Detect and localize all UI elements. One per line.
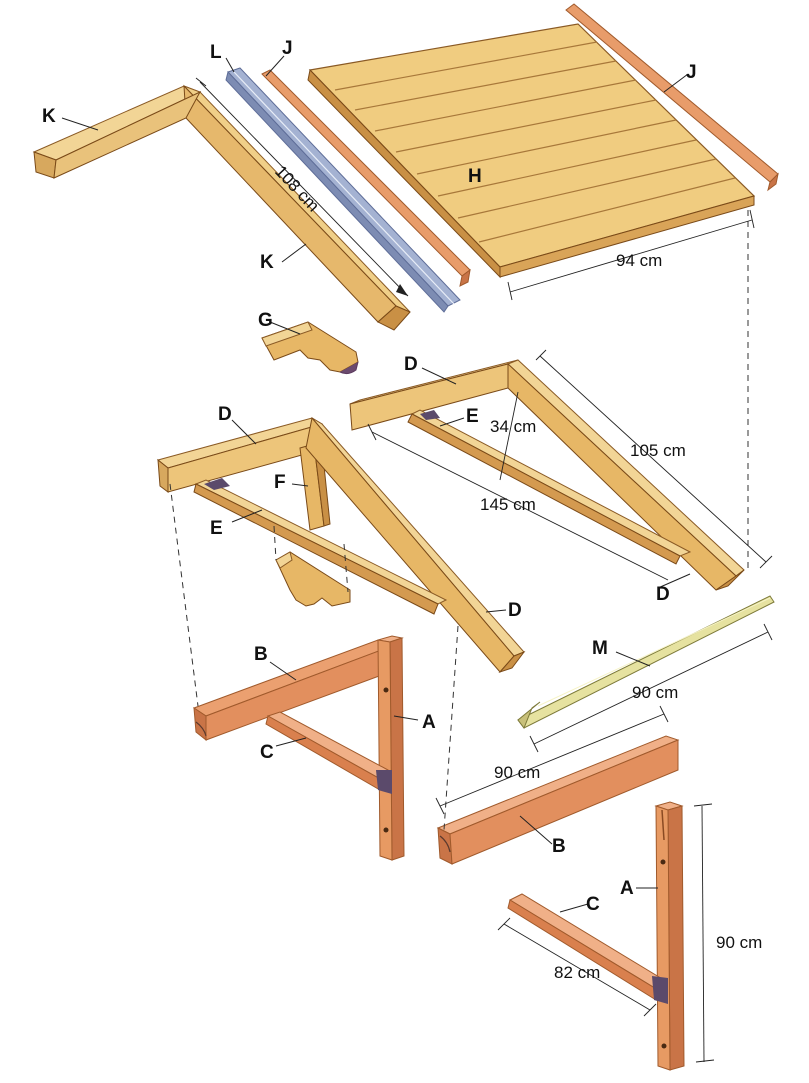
- bracket-left: [192, 635, 405, 861]
- label-d-left-top: D: [218, 404, 232, 425]
- board-m: [517, 595, 775, 730]
- dimension-108: [195, 77, 409, 297]
- label-c-left: C: [260, 742, 274, 763]
- label-b-right: B: [552, 836, 566, 857]
- label-c-right: C: [586, 894, 600, 915]
- label-g: G: [258, 310, 273, 331]
- label-e-left: E: [210, 518, 223, 539]
- label-m: M: [592, 638, 608, 659]
- label-b-left: B: [254, 644, 268, 665]
- dim-82-cm: 82 cm: [554, 963, 600, 982]
- label-h: H: [468, 166, 482, 187]
- label-k-top: K: [42, 106, 56, 127]
- label-f: F: [274, 472, 286, 493]
- label-d-left-diagonal: D: [508, 600, 522, 621]
- corbel-piece: [275, 551, 351, 607]
- part-letters: K K L J J H G D D D D E E F M B B A A C …: [42, 38, 697, 915]
- dim-90-cm-post: 90 cm: [716, 933, 762, 952]
- leader-lines: [61, 55, 691, 913]
- dimension-lines: [367, 209, 773, 1063]
- dim-90-cm-board: 90 cm: [632, 683, 678, 702]
- rafter-k: [32, 84, 411, 331]
- dim-105-cm: 105 cm: [630, 441, 686, 460]
- label-k-bottom: K: [260, 252, 274, 273]
- truss-right: [349, 359, 745, 591]
- label-d-right-diagonal: D: [656, 584, 670, 605]
- label-j-right: J: [686, 62, 697, 83]
- label-l: L: [210, 42, 222, 63]
- dim-90-cm-beam: 90 cm: [494, 763, 540, 782]
- roof-panel-h: [307, 23, 756, 279]
- dim-34-cm: 34 cm: [490, 417, 536, 436]
- label-a-left: A: [422, 712, 436, 733]
- dim-94-cm: 94 cm: [616, 251, 662, 270]
- edge-strip-j-right: [565, 3, 779, 192]
- label-e-right: E: [466, 406, 479, 427]
- label-a-right: A: [620, 878, 634, 899]
- alignment-lines: [169, 210, 749, 831]
- beam-b: [436, 735, 680, 865]
- end-cap-g: [261, 321, 359, 375]
- dim-145-cm: 145 cm: [480, 495, 536, 514]
- label-d-right-top: D: [404, 354, 418, 375]
- label-j-left: J: [282, 38, 293, 59]
- post-a-brace-c: [507, 801, 685, 1071]
- metal-flashing-l: [225, 67, 461, 313]
- edge-strip-j-left: [261, 69, 471, 287]
- truss-left: [156, 416, 526, 674]
